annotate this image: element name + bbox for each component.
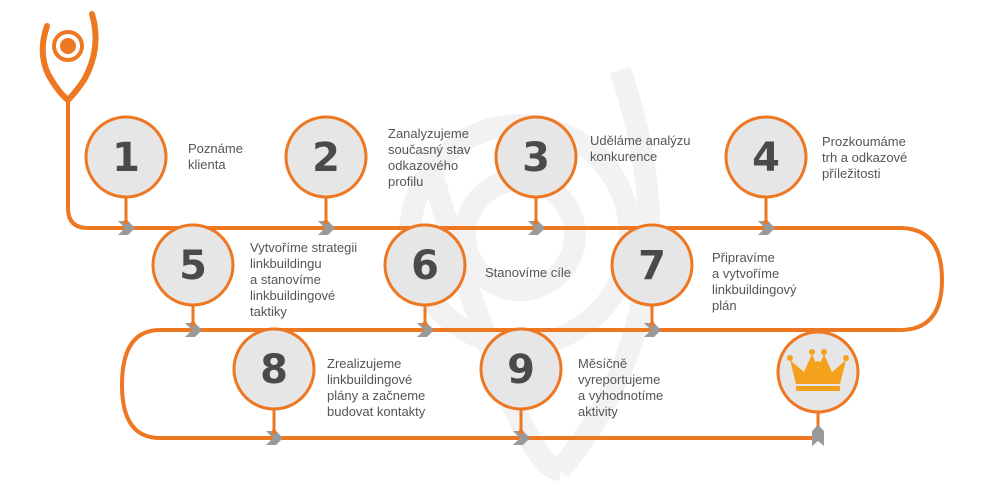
step-label: Poznáme klienta — [188, 141, 243, 172]
process-path — [66, 100, 945, 440]
step-connector-dot — [763, 219, 769, 225]
step-label: Prozkoumáme trh a odkazové příležitosti — [822, 134, 908, 181]
step-number: 1 — [112, 135, 140, 181]
chevron-right-icon — [318, 221, 335, 235]
step-connector-dot — [323, 219, 329, 225]
end-marker-icon — [812, 425, 824, 446]
step-connector-dot — [518, 429, 524, 435]
step-number: 8 — [260, 347, 288, 393]
step-connector-dot — [533, 219, 539, 225]
chevron-right-icon — [118, 221, 135, 235]
step-number: 2 — [312, 135, 340, 181]
step-8: 8 — [232, 327, 316, 435]
step-number: 4 — [752, 135, 780, 181]
step-connector-dot — [190, 321, 196, 327]
step-6: 6 — [383, 223, 467, 327]
chevron-right-icon — [758, 221, 775, 235]
step-9: 9 — [479, 327, 563, 435]
step-2: 2 — [284, 115, 368, 225]
chevron-right-icon — [528, 221, 545, 235]
step-3: 3 — [494, 115, 578, 225]
step-5: 5 — [151, 223, 235, 327]
chevron-right-icon — [266, 431, 283, 445]
chevron-right-icon — [644, 323, 661, 337]
step-label: Připravíme a vytvoříme linkbuildingový p… — [712, 250, 797, 313]
step-connector-dot — [123, 219, 129, 225]
step-connector-dot — [422, 321, 428, 327]
step-label: Vytvoříme strategii linkbuildingu a stan… — [250, 240, 358, 319]
step-4: 4 — [724, 115, 808, 225]
step-label: Stanovíme cíle — [485, 265, 571, 280]
chevron-right-icon — [185, 323, 202, 337]
step-number: 3 — [522, 135, 550, 181]
step-label: Zrealizujeme linkbuildingové plány a zač… — [327, 356, 426, 419]
step-number: 7 — [638, 243, 666, 289]
step-label: Zanalyzujeme současný stav odkazového pr… — [388, 126, 471, 189]
step-7: 7 — [610, 223, 694, 327]
chevron-right-icon — [513, 431, 530, 445]
step-number: 5 — [179, 243, 207, 289]
step-connector-dot — [649, 321, 655, 327]
step-1: 1 — [84, 115, 168, 225]
step-label: Uděláme analýzu konkurence — [590, 133, 691, 164]
crown-icon — [787, 349, 849, 391]
step-number: 6 — [411, 243, 439, 289]
step-number: 9 — [507, 347, 535, 393]
orange-target-logo-icon — [39, 11, 99, 103]
step-connector-dot — [271, 429, 277, 435]
chevron-right-icon — [417, 323, 434, 337]
final-step — [776, 330, 860, 446]
step-label: Měsíčně vyreportujeme a vyhodnotíme akti… — [578, 356, 664, 419]
